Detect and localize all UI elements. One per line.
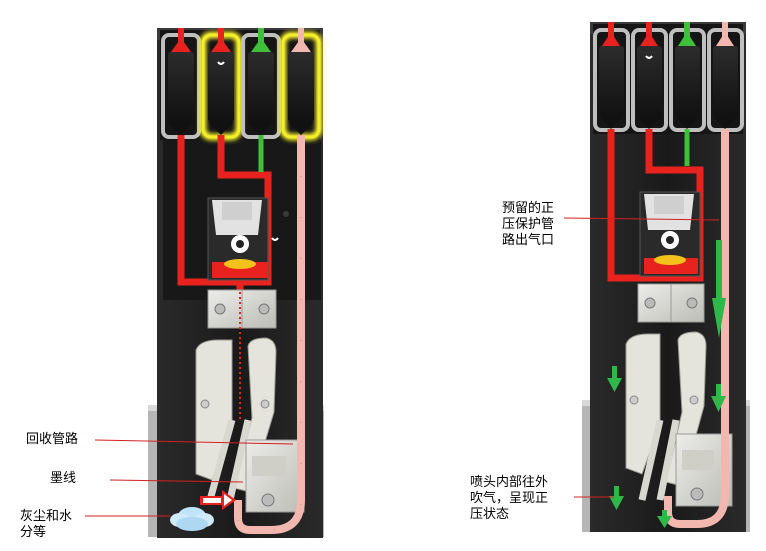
wiper-assembly xyxy=(195,337,277,501)
center-bracket xyxy=(207,197,289,281)
label-nozzle-state: 喷头内部往外 吹气，呈现正 压状态 xyxy=(470,475,549,522)
cartridge-pink-glow xyxy=(279,28,323,141)
mount-block-right xyxy=(637,283,705,323)
down-arrow-icon xyxy=(607,240,726,528)
dust-cloud-icon xyxy=(170,507,214,531)
label-ink-line: 墨线 xyxy=(50,471,77,486)
vent-leader-line xyxy=(563,217,720,221)
recycle-line-pink xyxy=(234,135,305,534)
label-vent: 预留的正 压保护管 路出气口 xyxy=(502,201,555,248)
center-bracket-right xyxy=(639,191,701,277)
cartridge-right-1 xyxy=(593,22,630,132)
head-block xyxy=(245,439,305,513)
left-printhead-diagram xyxy=(85,28,324,538)
right-arrow-icon xyxy=(200,490,236,510)
mount-block xyxy=(207,289,277,329)
label-recycle-line: 回收管路 xyxy=(26,432,79,447)
label-dust-water: 灰尘和水 分等 xyxy=(20,509,73,540)
recycle-leader-line xyxy=(94,439,294,445)
cartridge-red-1 xyxy=(161,28,201,139)
ink-leader-line xyxy=(109,479,244,483)
right-printhead-diagram xyxy=(563,22,750,532)
